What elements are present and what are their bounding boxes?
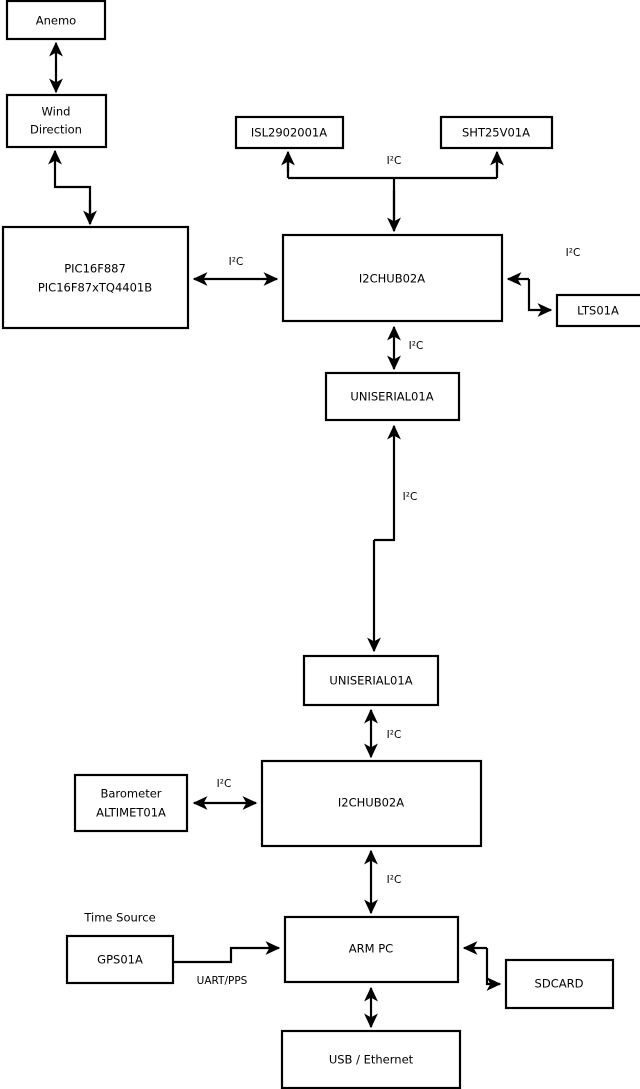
node-anemo-label: Anemo (36, 14, 76, 28)
edge-pic-wind-direction (48, 149, 92, 224)
node-sdcard-label: SDCARD (535, 977, 584, 991)
edge-label-hub-armpc: I²C (387, 874, 402, 886)
edge-label-hub-sensors: I²C (387, 155, 402, 167)
edge-label-pic-hub: I²C (229, 256, 244, 268)
node-uniserial01a-bottom[interactable]: UNISERIAL01A (302, 654, 440, 707)
node-anemo[interactable]: Anemo (5, 0, 107, 41)
node-uniserial-bottom-label: UNISERIAL01A (329, 674, 412, 688)
node-isl2902001a[interactable]: ISL2902001A (234, 115, 345, 150)
node-pic-label-line1: PIC16F887 (64, 262, 126, 276)
node-uniserial-top-label: UNISERIAL01A (350, 390, 433, 404)
node-uniserial-bottom-box (302, 654, 440, 707)
node-uniserial01a-top[interactable]: UNISERIAL01A (324, 371, 461, 422)
node-uniserial-top-box (324, 371, 461, 422)
edge-label-hub-lts: I²C (566, 247, 581, 259)
node-isl-label: ISL2902001A (251, 126, 327, 140)
node-hub-top-label: I2CHUB02A (359, 272, 425, 286)
node-barometer-box (73, 773, 189, 833)
node-hub-top-box (281, 233, 504, 323)
node-sht-box (439, 115, 554, 150)
node-gps01a[interactable]: GPS01A (65, 934, 175, 985)
edge-label-gps-armpc: UART/PPS (197, 975, 248, 987)
node-usb-ethernet-box (280, 1029, 462, 1089)
node-wind-direction-label-line1: Wind (42, 105, 71, 119)
node-lts-box (555, 293, 640, 328)
node-i2chub02a-top[interactable]: I2CHUB02A (281, 233, 504, 323)
node-hub-bottom-box (260, 759, 483, 848)
node-barometer-label-line2: ALTIMET01A (96, 806, 166, 820)
node-gps-box (65, 934, 175, 985)
edge-label-uniserial-hub-bottom: I²C (387, 729, 402, 741)
node-lts-label: LTS01A (577, 304, 619, 318)
edge-hub-lts-path (527, 279, 553, 317)
node-sht-label: SHT25V01A (462, 126, 530, 140)
node-barometer-label-line1: Barometer (100, 787, 161, 801)
node-pic-label-line2: PIC16F87xTQ4401B (38, 281, 152, 295)
node-usb-ethernet[interactable]: USB / Ethernet (280, 1029, 462, 1089)
node-arm-pc-label: ARM PC (349, 942, 393, 956)
label-time-source: Time Source (83, 911, 155, 925)
node-arm-pc[interactable]: ARM PC (283, 915, 460, 984)
edge-label-barometer-hub: I²C (217, 778, 232, 790)
node-usb-ethernet-label: USB / Ethernet (329, 1053, 414, 1067)
node-i2chub02a-bottom[interactable]: I2CHUB02A (260, 759, 483, 848)
node-isl-box (234, 115, 345, 150)
node-anemo-box (5, 0, 107, 41)
node-lts01a[interactable]: LTS01A (555, 293, 640, 328)
node-pic-microcontroller[interactable]: PIC16F887 PIC16F87xTQ4401B (1, 225, 190, 330)
node-gps-label: GPS01A (97, 953, 143, 967)
edge-uniserial-link-up (374, 424, 401, 542)
node-wind-direction-box (5, 93, 108, 149)
node-wind-direction-label-line2: Direction (30, 123, 82, 137)
node-barometer-altimet01a[interactable]: Barometer ALTIMET01A (73, 773, 189, 833)
edge-armpc-sdcard-path (485, 948, 502, 991)
edge-label-hub-uniserial: I²C (409, 340, 424, 352)
node-sdcard[interactable]: SDCARD (504, 958, 615, 1010)
node-hub-bottom-label: I2CHUB02A (338, 796, 404, 810)
edge-gps-armpc (173, 941, 281, 964)
node-pic-box (1, 225, 190, 330)
edge-label-uniserial-uniserial: I²C (403, 491, 418, 503)
node-sht25v01a[interactable]: SHT25V01A (439, 115, 554, 150)
node-wind-direction[interactable]: Wind Direction (5, 93, 108, 149)
node-arm-pc-box (283, 915, 460, 984)
node-sdcard-box (504, 958, 615, 1010)
